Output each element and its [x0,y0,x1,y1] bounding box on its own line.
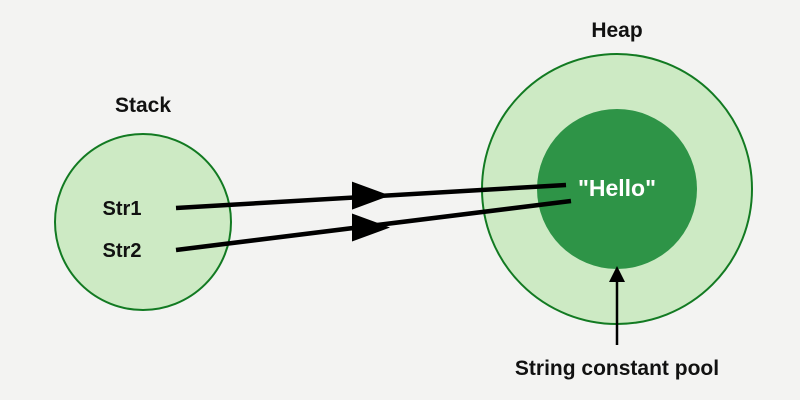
heap-string-value: "Hello" [578,175,656,201]
reference-arrow-str2 [175,198,572,253]
pool-caption-label: String constant pool [515,357,719,380]
pool-caption-arrow [609,266,625,345]
reference-arrow-str1 [175,181,567,211]
heap-group: Heap "Hello" [481,19,753,325]
stack-slot-str1: Str1 [103,198,142,220]
pool-caption-arrow-head [609,266,625,282]
reference-arrow-str1-head [352,181,390,210]
stack-slot-str2: Str2 [103,240,142,262]
heap-title: Heap [591,19,642,42]
stack-circle [54,133,232,311]
reference-arrow-str2-head [352,213,390,242]
string-constant-pool-circle [537,109,697,269]
stack-group: Stack Str1 Str2 [54,94,232,311]
stack-title: Stack [115,94,171,117]
